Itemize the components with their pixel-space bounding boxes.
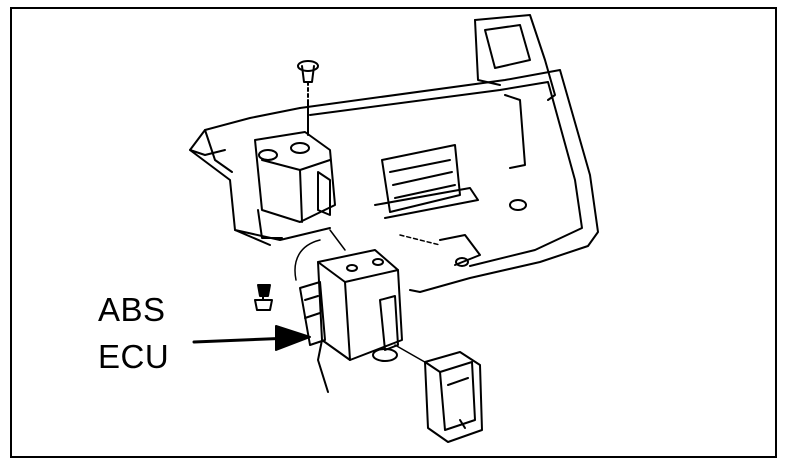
lower-screw-icon [254, 284, 273, 311]
mounting-bracket [189, 14, 599, 293]
left-mount-boss [254, 131, 336, 239]
callout-label-line-1: ABS [98, 291, 166, 328]
callout-arrow [192, 325, 311, 351]
abs-ecu-module [299, 249, 403, 393]
callout-label-line-2: ECU [98, 338, 170, 375]
figure-frame [10, 7, 777, 458]
upper-screw-icon [297, 60, 319, 136]
wiring-connector [424, 351, 483, 443]
assembly-guide-lines [294, 229, 441, 366]
